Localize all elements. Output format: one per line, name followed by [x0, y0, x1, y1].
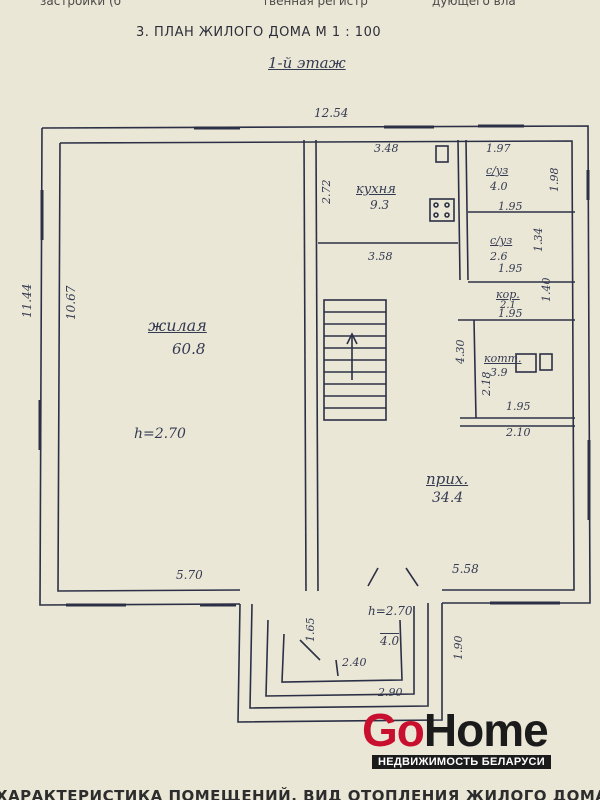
logo-home-text: Home [423, 704, 549, 756]
room-kitchen-area: 9.3 [370, 198, 390, 212]
dim-corridor-depth: 1.40 [540, 277, 553, 303]
dim-corridor-bottom: 1.95 [498, 307, 523, 320]
partition-wall [303, 139, 307, 592]
porch-outline [237, 603, 443, 723]
dim-utility-bottom: 1.95 [506, 400, 531, 413]
room-corridor-area: 2.1 [500, 300, 516, 311]
dim-hall-bottom: 5.58 [452, 562, 479, 576]
dim-kitchen-depth: 2.72 [320, 179, 333, 205]
header-cut-text-mid: твенная регистр [262, 0, 368, 8]
dim-wc2-depth: 1.34 [532, 227, 545, 253]
room-hall-area: 34.4 [432, 490, 464, 506]
dim-wc1-bottom: 1.95 [498, 200, 523, 213]
room-living-name: жилая [148, 316, 207, 335]
kitchen-right-wall [457, 139, 461, 281]
room-wc1-area: 4.0 [490, 180, 508, 193]
partition-wall-inner [315, 139, 319, 592]
room-living-height: h=2.70 [134, 426, 186, 442]
room-porch-height: h=2.70 [368, 604, 413, 618]
dim-porch-inner: 2.40 [342, 656, 367, 669]
dim-wc2-bottom: 1.95 [498, 262, 523, 275]
room-utility-area: 3.9 [490, 366, 508, 379]
dim-kitchen-width: 3.48 [374, 142, 399, 155]
room-kitchen-name: кухня [356, 182, 396, 197]
room-wc1-name: с/уз [486, 164, 509, 177]
kitchen-right-wall-inner [465, 139, 469, 281]
dim-overall-depth: 11.44 [20, 283, 34, 318]
section-heading-cut: ХАРАКТЕРИСТИКА ПОМЕЩЕНИЙ, ВИД ОТОПЛЕНИЯ … [0, 787, 600, 800]
room-wc2-name: с/уз [490, 234, 513, 247]
room-corridor-name: кор. [496, 288, 520, 301]
utility-left-wall [473, 319, 477, 419]
room-hall-name: прих. [426, 470, 469, 488]
dim-wc1-depth: 1.98 [548, 167, 561, 193]
dim-porch-outer: 2.90 [378, 686, 403, 699]
header-cut-text-right: дующего вла [432, 0, 516, 8]
dim-hall-right-depth: 4.30 [454, 339, 467, 365]
room-living-area: 60.8 [172, 340, 206, 358]
logo-go-text: Go [362, 704, 425, 756]
plan-title: 3. ПЛАН ЖИЛОГО ДОМА М 1 : 100 [136, 25, 382, 40]
outer-wall-left-inner [57, 142, 241, 592]
stove [429, 198, 455, 222]
sink [435, 145, 449, 163]
room-wc2-area: 2.6 [490, 250, 508, 263]
boiler [515, 353, 537, 373]
header-cut-text-left: застройки (б [40, 0, 122, 8]
dim-living-bottom: 5.70 [176, 568, 203, 582]
dim-porch-depth: 1.65 [304, 617, 317, 643]
dim-wc1-width: 1.97 [486, 142, 511, 155]
gohome-logo: GoHome НЕДВИЖИМОСТЬ БЕЛАРУСИ [362, 704, 558, 775]
dim-hall-mid: 2.10 [506, 426, 531, 439]
logo-tagline: НЕДВИЖИМОСТЬ БЕЛАРУСИ [372, 755, 551, 769]
dim-living-depth: 10.67 [64, 285, 78, 320]
dim-kitchen-bottom: 3.58 [368, 250, 393, 263]
floor-label: 1-й этаж [268, 54, 346, 72]
outer-wall-left [39, 127, 241, 606]
dim-overall-width: 12.54 [314, 106, 349, 120]
room-porch-area: 4.0 [380, 634, 400, 648]
dim-porch-right: 1.90 [452, 635, 465, 661]
room-utility-name: котт. [484, 352, 522, 365]
